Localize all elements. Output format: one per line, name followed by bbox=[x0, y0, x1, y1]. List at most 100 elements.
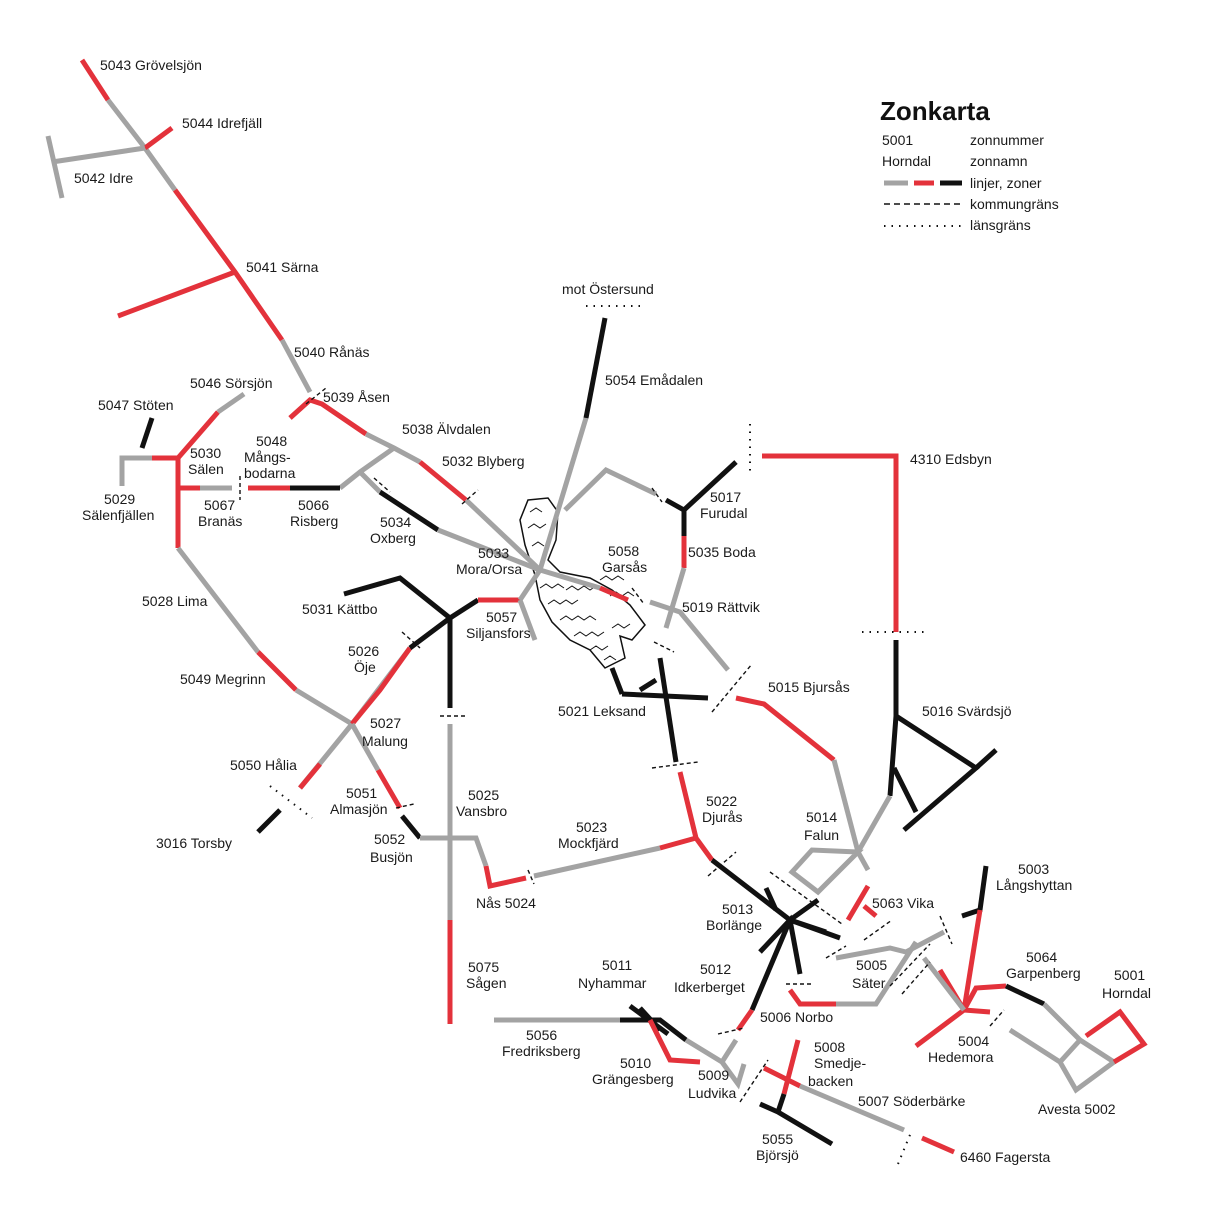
zone-label: 5004 bbox=[958, 1033, 989, 1049]
line-mockfjard bbox=[533, 845, 661, 879]
zone-label: 5011 bbox=[602, 957, 632, 973]
line-ludvika bbox=[684, 1037, 747, 1090]
line-grangesberg bbox=[647, 1018, 701, 1065]
zone-label: Falun bbox=[804, 827, 839, 843]
line-langshyttan bbox=[961, 865, 989, 919]
line-vika bbox=[845, 884, 878, 922]
zone-label: 5038 Älvdalen bbox=[402, 421, 491, 437]
line-kattbo bbox=[343, 575, 455, 650]
line-idre-end bbox=[45, 135, 65, 199]
zone-label: Idkerberget bbox=[674, 979, 745, 995]
line-leksand2 bbox=[609, 667, 625, 695]
line-boda-s bbox=[663, 567, 687, 629]
zone-label: 5055 bbox=[762, 1131, 793, 1147]
zone-label: 5030 bbox=[190, 445, 221, 461]
zone-label: Branäs bbox=[198, 513, 242, 529]
zone-label: 5040 Rånäs bbox=[294, 344, 370, 360]
line-nas bbox=[483, 865, 527, 889]
zone-label: 5051 bbox=[346, 785, 377, 801]
line-torsby bbox=[256, 808, 282, 834]
line-almasjon-gray bbox=[349, 722, 381, 772]
line-garpenberg bbox=[1004, 983, 1046, 1007]
zone-label: Mockfjärd bbox=[558, 835, 619, 851]
zone-label: 5013 bbox=[722, 901, 753, 917]
zone-label: backen bbox=[808, 1073, 853, 1089]
line-ranas bbox=[279, 338, 313, 394]
zone-label: 5067 bbox=[204, 497, 235, 513]
zone-label: 5049 Megrinn bbox=[180, 671, 266, 687]
legend-zone-number-desc: zonnummer bbox=[970, 132, 1044, 148]
zone-label: Oxberg bbox=[370, 530, 416, 546]
zone-label: 5019 Rättvik bbox=[682, 599, 761, 615]
zone-label: 4310 Edsbyn bbox=[910, 451, 992, 467]
line-leksand3 bbox=[657, 657, 679, 763]
zone-label: 5010 bbox=[620, 1055, 651, 1071]
zone-label: 5012 bbox=[700, 961, 731, 977]
zone-label: 5034 bbox=[380, 514, 411, 530]
line-borlange4 bbox=[749, 919, 793, 1011]
legend-lines-desc: linjer, zoner bbox=[970, 175, 1042, 191]
zone-label: 5035 Boda bbox=[688, 544, 756, 560]
legend-title: Zonkarta bbox=[880, 96, 990, 126]
zone-label: Almasjön bbox=[330, 801, 388, 817]
line-idre bbox=[51, 145, 146, 165]
line-smedjebacken bbox=[762, 1065, 802, 1089]
zone-label: 5017 bbox=[710, 489, 741, 505]
zone-label: Siljansfors bbox=[466, 625, 531, 641]
zone-label: 5007 Söderbärke bbox=[858, 1093, 966, 1109]
zone-label: 5014 bbox=[806, 809, 837, 825]
zone-label: 5043 Grövelsjön bbox=[100, 57, 202, 73]
line-norbo bbox=[787, 988, 836, 1007]
legend-county-desc: länsgräns bbox=[970, 217, 1031, 233]
line-idrefjall bbox=[143, 125, 174, 151]
line-falun-loop bbox=[788, 847, 864, 896]
zone-label: 5006 Norbo bbox=[760, 1009, 833, 1025]
zone-label: 5029 bbox=[104, 491, 135, 507]
line-djuras bbox=[677, 771, 715, 862]
zone-label: Björsjö bbox=[756, 1147, 799, 1163]
line-blyberg-mora bbox=[464, 498, 542, 572]
zone-label: 5023 bbox=[576, 819, 607, 835]
line-megrinn bbox=[256, 650, 298, 692]
zone-label: Malung bbox=[362, 733, 408, 749]
zone-label: 5047 Stöten bbox=[98, 397, 174, 413]
zone-label: Grängesberg bbox=[592, 1071, 674, 1087]
line-lima bbox=[176, 546, 260, 654]
zone-label: 5015 Bjursås bbox=[768, 679, 850, 695]
line-oxberg bbox=[378, 489, 440, 533]
zone-label: 5058 bbox=[608, 543, 639, 559]
zone-label: 5054 Emådalen bbox=[605, 372, 703, 388]
line-nyhammar bbox=[620, 1003, 688, 1042]
line-sorsjon-gray bbox=[216, 391, 246, 415]
zone-label: 5046 Sörsjön bbox=[190, 375, 273, 391]
county-borders bbox=[269, 305, 928, 1165]
zone-label: 5026 bbox=[348, 643, 379, 659]
zone-label: Djurås bbox=[702, 809, 742, 825]
zone-label: Smedje- bbox=[814, 1055, 866, 1071]
line-bjursas-gray bbox=[831, 759, 861, 853]
zone-label: bodarna bbox=[244, 465, 296, 481]
zone-label: 5033 bbox=[478, 545, 509, 561]
line-soderbarke bbox=[799, 1083, 905, 1133]
zone-label: Garpenberg bbox=[1006, 965, 1081, 981]
zone-label: 5009 bbox=[698, 1067, 729, 1083]
zone-label: mot Östersund bbox=[562, 280, 654, 297]
network-lines bbox=[45, 58, 1148, 1155]
zone-label: Avesta 5002 bbox=[1038, 1101, 1116, 1117]
zone-label: 5064 bbox=[1026, 949, 1057, 965]
line-stoten bbox=[139, 417, 155, 449]
line-emadalen-gray bbox=[537, 417, 589, 571]
line-ludvika2 bbox=[719, 1038, 739, 1064]
line-sater bbox=[835, 929, 946, 961]
line-edsbyn bbox=[762, 453, 899, 632]
line-grovelsjon bbox=[79, 58, 111, 102]
line-smedjebacken-v bbox=[781, 1039, 801, 1095]
zone-label: 5057 bbox=[486, 609, 517, 625]
zone-label: Nås 5024 bbox=[476, 895, 536, 911]
line-kattbo2 bbox=[448, 597, 480, 621]
line-idkerberget bbox=[735, 1008, 755, 1032]
zone-label: Sågen bbox=[466, 975, 506, 991]
zone-label: Risberg bbox=[290, 513, 338, 529]
legend-zone-name-example: Horndal bbox=[882, 153, 931, 169]
